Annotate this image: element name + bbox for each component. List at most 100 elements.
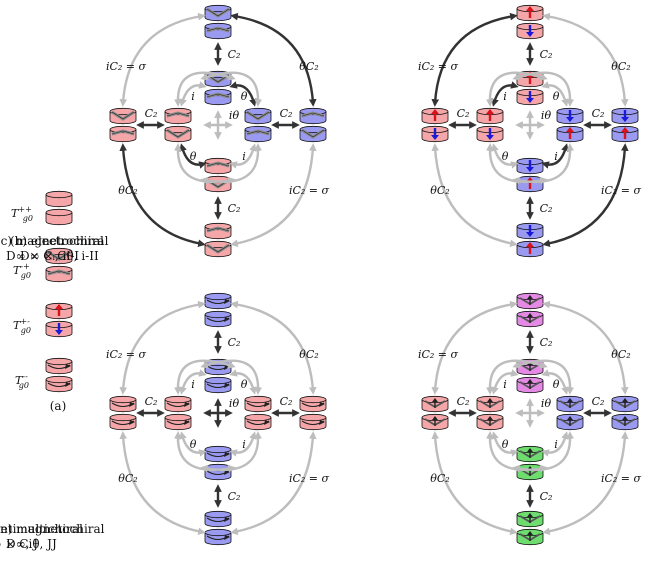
- e-label-c2-bottom: C₂: [540, 490, 553, 503]
- c-stack-left: [421, 107, 449, 143]
- d-arc-bl: [119, 431, 206, 536]
- e-stack-lower: [516, 445, 544, 481]
- c-label-tl: iC₂ = σ: [418, 60, 459, 73]
- e-stack-right-top-mark: [614, 398, 636, 409]
- b-label-tl: iC₂ = σ: [106, 60, 147, 73]
- d-label-c2-left: C₂: [145, 395, 158, 408]
- b-stack-ileft: [164, 107, 192, 143]
- c-label-br: iC₂ = σ: [601, 184, 642, 197]
- b-stack-lower-bottom-disc: [204, 175, 232, 193]
- legend-stack-3-bottom-disc: [45, 375, 73, 393]
- b-stack-bottom-bottom-disc: [204, 240, 232, 258]
- d-stack-iright-top-mark: [246, 402, 270, 408]
- c-arc-x2: [512, 71, 575, 107]
- legend-panel-a: T++g0T-+g0T+-g0T--g0(a): [11, 190, 73, 413]
- b-stack-bottom-top-mark: [206, 226, 230, 233]
- b-stack-ileft-bottom-mark: [166, 128, 190, 139]
- d-stack-left: [109, 395, 137, 431]
- b-arc-tr: [230, 12, 317, 107]
- e-arc-x4: [512, 431, 575, 473]
- e-arc-x2: [512, 359, 575, 395]
- d-stack-right: [299, 395, 327, 431]
- e-stack-top-top-mark: [519, 295, 541, 306]
- d-stack-bottom-top-disc: [204, 510, 232, 528]
- d-label-tl: iC₂ = σ: [106, 348, 147, 361]
- c-label-bl: θC₂: [430, 184, 449, 197]
- d-label-i-top: i: [191, 378, 195, 391]
- legend-stack-1-bottom-mark: [47, 269, 71, 276]
- c-stack-bottom: [516, 222, 544, 258]
- c-stack-left-top-mark: [431, 109, 439, 121]
- e-label-c2-left: C₂: [457, 395, 470, 408]
- b-arc-x2: [200, 71, 263, 107]
- c-label-i-top: i: [503, 90, 507, 103]
- d-stack-right-top-mark: [301, 402, 325, 408]
- d-stack-right-bottom-disc: [299, 413, 327, 431]
- d-arc-x2: [200, 359, 263, 395]
- legend-stack-1: [45, 247, 73, 283]
- c-label-theta-bottom: θ: [502, 150, 509, 163]
- b-label-theta-top: θ: [241, 90, 248, 103]
- e-stack-ileft-top-mark: [479, 398, 501, 409]
- d-label-center: iθ: [229, 397, 240, 410]
- e-stack-bottom: [516, 510, 544, 546]
- e-center-cross: [515, 398, 545, 428]
- d-label-br: iC₂ = σ: [289, 472, 330, 485]
- b-stack-left: [109, 107, 137, 143]
- b-label-i-top: i: [191, 90, 195, 103]
- c-stack-right-bottom-mark: [621, 127, 629, 139]
- c-caption-line2: D∞ × Cᵢ, ii-I: [6, 249, 79, 263]
- b-stack-ileft-top-mark: [166, 111, 190, 118]
- d-stack-right-bottom-mark: [301, 420, 325, 426]
- d-stack-lower: [204, 445, 232, 481]
- c-label-c2-right: C₂: [592, 107, 605, 120]
- b-caption-line1: (b) electrochiral: [10, 234, 109, 248]
- b-arc-bl: [119, 143, 206, 248]
- d-stack-right-top-disc: [299, 395, 327, 413]
- legend-stack-3: [45, 357, 73, 393]
- b-label-c2-bottom: C₂: [228, 202, 241, 215]
- b-label-center: iθ: [229, 109, 240, 122]
- d-label-c2-top: C₂: [228, 336, 241, 349]
- legend-stack-0-top-disc: [45, 190, 73, 208]
- b-label-c2-top: C₂: [228, 48, 241, 61]
- e-stack-top: [516, 292, 544, 328]
- b-arc-x4: [200, 143, 263, 185]
- b-label-c2-right: C₂: [280, 107, 293, 120]
- d-stack-ileft-bottom-disc: [164, 413, 192, 431]
- c-stack-ileft: [476, 107, 504, 143]
- e-stack-bottom-top-mark: [519, 513, 541, 524]
- d-stack-left-top-disc: [109, 395, 137, 413]
- e-caption-line1: (e) multichiral: [0, 522, 83, 536]
- e-label-theta-bottom: θ: [502, 438, 509, 451]
- b-stack-bottom: [204, 222, 232, 258]
- b-stack-iright-bottom-mark: [246, 129, 270, 136]
- b-stack-top: [204, 4, 232, 40]
- b-stack-top-bottom-mark: [206, 26, 230, 33]
- c-stack-right-top-mark: [621, 110, 629, 122]
- e-arc-bl: [431, 431, 518, 536]
- d-stack-bottom: [204, 510, 232, 546]
- c-center-cross: [515, 110, 545, 140]
- c-stack-right: [611, 107, 639, 143]
- b-label-bl: θC₂: [118, 184, 137, 197]
- d-stack-left-top-mark: [111, 402, 135, 408]
- d-label-tr: θC₂: [299, 348, 318, 361]
- e-label-i-top: i: [503, 378, 507, 391]
- legend-stack-3-top-disc: [45, 357, 73, 375]
- d-center-cross: [203, 398, 233, 428]
- d-stack-top-bottom-mark: [206, 317, 230, 323]
- e-arc-tr: [542, 300, 629, 395]
- d-stack-top-top-disc: [204, 292, 232, 310]
- b-stack-ileft-bottom-disc: [164, 125, 192, 143]
- c-arc-x4: [512, 143, 575, 185]
- e-stack-ileft-bottom-mark: [479, 416, 501, 427]
- c-label-c2-top: C₂: [540, 48, 553, 61]
- d-arc-tl: [119, 300, 206, 395]
- e-arc-tl: [431, 300, 518, 395]
- d-stack-iright-bottom-mark: [246, 420, 270, 426]
- b-stack-top-top-mark: [206, 7, 230, 18]
- b-stack-left-bottom-mark: [111, 129, 135, 136]
